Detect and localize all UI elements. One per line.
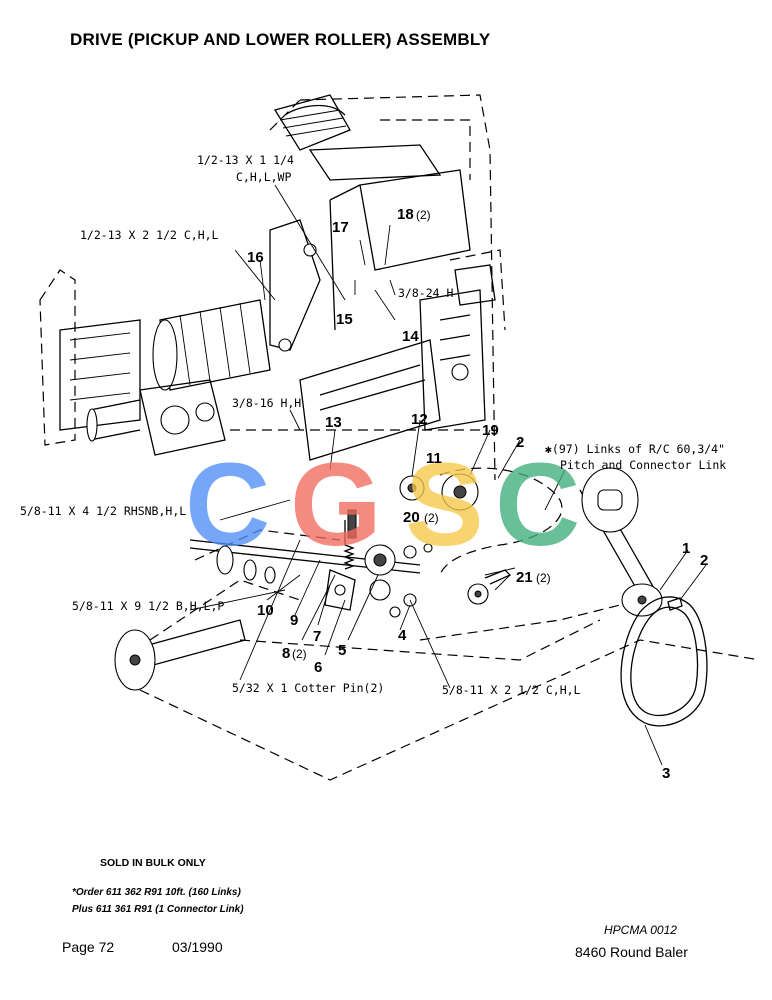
watermark-letter-3: S xyxy=(405,439,484,571)
illustration-code: HPCMA 0012 xyxy=(604,923,677,937)
part-18-qty: (2) xyxy=(416,208,431,222)
part-7: 7 xyxy=(313,628,321,645)
part-18: 18 xyxy=(397,206,414,223)
part-21-qty: (2) xyxy=(536,571,551,585)
callout-chain-links-2: Pitch and Connector Link xyxy=(560,458,726,472)
part-13: 13 xyxy=(325,414,342,431)
callout-bolt-4: 3/8-16 H,H xyxy=(232,396,301,410)
page-number: Page 72 xyxy=(62,939,115,955)
part-15: 15 xyxy=(336,311,353,328)
callout-labels: 1/2-13 X 1 1/4 C,H,L,WP 1/2-13 X 2 1/2 C… xyxy=(20,153,726,697)
part-20-qty: (2) xyxy=(424,511,439,525)
part-11: 11 xyxy=(426,450,442,467)
part-20: 20 xyxy=(403,509,420,526)
watermark-letter-1: C xyxy=(185,439,270,571)
part-6: 6 xyxy=(314,659,322,676)
part-17: 17 xyxy=(332,219,349,236)
part-3: 3 xyxy=(662,765,670,782)
page-title: DRIVE (PICKUP AND LOWER ROLLER) ASSEMBLY xyxy=(70,30,491,49)
part-2-right: 2 xyxy=(700,552,708,569)
leader-lines xyxy=(189,184,707,766)
order-note-line-2: Plus 611 361 R91 (1 Connector Link) xyxy=(72,904,244,915)
callout-cotter-pin: 5/32 X 1 Cotter Pin(2) xyxy=(232,681,384,695)
part-14: 14 xyxy=(402,328,419,345)
baler-frame-outline xyxy=(39,94,506,481)
callout-chain-links-1: ✱(97) Links of R/C 60,3/4" xyxy=(545,442,725,456)
callout-bolt-5: 5/8-11 X 4 1/2 RHSNB,H,L xyxy=(20,504,186,518)
part-10: 10 xyxy=(257,602,274,619)
model-name: 8460 Round Baler xyxy=(575,944,688,960)
revision-date: 03/1990 xyxy=(172,939,223,955)
part-21: 21 xyxy=(516,569,533,586)
part-number-labels: 1 2 2 3 4 5 6 7 8 (2) 9 10 11 12 13 14 1… xyxy=(247,206,708,782)
callout-bolt-2: 1/2-13 X 2 1/2 C,H,L xyxy=(80,228,219,242)
pulley-and-belt xyxy=(579,467,708,727)
lower-roller-shaft xyxy=(114,529,761,781)
callout-bolt-3: 3/8-24 H xyxy=(398,286,453,300)
watermark: C G S C xyxy=(185,439,580,571)
part-16: 16 xyxy=(247,249,264,266)
watermark-letter-2: G xyxy=(290,439,382,571)
part-4: 4 xyxy=(398,627,407,644)
part-5: 5 xyxy=(338,642,346,659)
sold-in-bulk-note: SOLD IN BULK ONLY xyxy=(100,857,206,869)
watermark-letter-4: C xyxy=(495,439,580,571)
order-note-line-1: *Order 611 362 R91 10ft. (160 Links) xyxy=(72,887,241,898)
callout-bolt-1: 1/2-13 X 1 1/4 xyxy=(197,153,294,167)
callout-bolt-6: 5/8-11 X 9 1/2 B,H,L,P xyxy=(72,599,224,613)
callout-bolt-7: 5/8-11 X 2 1/2 C,H,L xyxy=(442,683,581,697)
part-9: 9 xyxy=(290,612,298,629)
part-8-qty: (2) xyxy=(292,647,307,661)
part-8: 8 xyxy=(282,645,290,662)
drive-shaft-parts xyxy=(189,467,563,618)
part-1: 1 xyxy=(682,540,690,557)
part-12: 12 xyxy=(411,411,428,428)
part-19: 19 xyxy=(482,422,499,439)
callout-bolt-1b: C,H,L,WP xyxy=(236,170,291,184)
part-2: 2 xyxy=(516,434,524,451)
